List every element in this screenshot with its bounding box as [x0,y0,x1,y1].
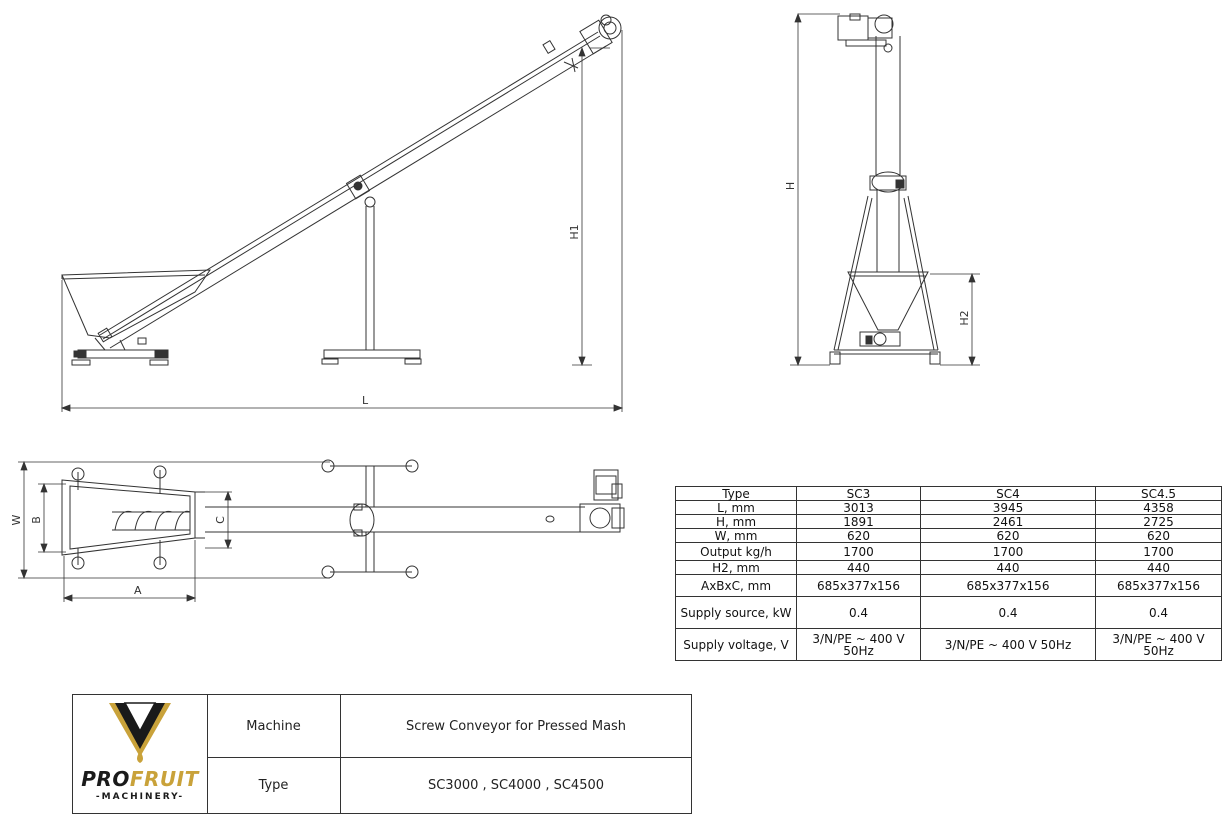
front-tube [869,36,907,272]
table-cell: 1891 [796,514,921,529]
table-cell: Output kg/h [675,542,797,561]
table-cell: 3/N/PE ~ 400 V 50Hz [796,628,921,661]
table-cell: Supply voltage, V [675,628,797,661]
table-row: Supply voltage, V 3/N/PE ~ 400 V 50Hz 3/… [675,628,1222,661]
dim-a [62,540,197,602]
profruit-logo-icon [109,702,171,763]
side-inclined-tube [99,31,607,349]
machine-label: Machine [246,718,301,734]
table-cell: W, mm [675,528,797,543]
table-cell: 2461 [920,514,1096,529]
type-label: Type [258,778,289,793]
table-cell: 4358 [1095,500,1222,515]
table-cell: 440 [1095,560,1222,575]
table-cell: 620 [920,528,1096,543]
spec-table: Type SC3 SC4 SC4.5 L, mm 3013 3945 4358 … [675,486,1222,661]
table-header-cell: SC3 [796,486,921,501]
side-clamp [345,174,371,200]
side-view [60,14,624,412]
label-h: H [784,182,797,190]
title-block: PROFRUIT -MACHINERY- Machine Screw Conve… [72,694,692,814]
brand-subtitle: -MACHINERY- [95,792,185,802]
table-cell: 0.4 [1095,596,1222,629]
table-row: L, mm 3013 3945 4358 [675,500,1222,515]
dim-b [38,482,66,554]
dim-l [60,30,624,412]
table-cell: 620 [1095,528,1222,543]
table-header-cell: Type [675,486,797,501]
table-cell: 1700 [920,542,1096,561]
table-cell: Supply source, kW [675,596,797,629]
front-motor [837,13,894,47]
table-cell: 685x377x156 [796,574,921,597]
side-support-leg [321,196,422,365]
brand-fruit: FRUIT [129,767,199,791]
machine-value: Screw Conveyor for Pressed Mash [405,718,627,734]
table-header-row: Type SC3 SC4 SC4.5 [675,486,1222,501]
table-cell: H2, mm [675,560,797,575]
table-cell: 440 [920,560,1096,575]
label-a: A [134,584,142,597]
front-view [790,12,980,367]
table-cell: 0.4 [796,596,921,629]
table-cell: 3013 [796,500,921,515]
label-h1: H1 [568,224,581,239]
label-h2: H2 [958,310,971,325]
label-w: W [10,514,23,525]
table-cell: 3/N/PE ~ 400 V 50Hz [1095,628,1222,661]
top-tube [205,503,585,537]
table-cell: 1700 [796,542,921,561]
table-row: Output kg/h 1700 1700 1700 [675,542,1222,561]
table-cell: 440 [796,560,921,575]
table-cell: 3945 [920,500,1096,515]
table-cell: 3/N/PE ~ 400 V 50Hz [920,628,1096,661]
side-motor [542,14,622,55]
table-header-cell: SC4 [920,486,1096,501]
label-l: L [362,394,369,407]
table-row: AxBxC, mm 685x377x156 685x377x156 685x37… [675,574,1222,597]
top-hopper-feet [71,465,167,570]
table-cell: 2725 [1095,514,1222,529]
type-value: SC3000 , SC4000 , SC4500 [427,778,605,793]
dim-h2 [930,272,980,367]
front-hopper-frame [829,195,941,365]
dim-h1 [572,46,610,367]
table-cell: 0.4 [920,596,1096,629]
table-row: W, mm 620 620 620 [675,528,1222,543]
table-header-cell: SC4.5 [1095,486,1222,501]
dim-w [18,460,330,580]
top-motor [579,469,625,533]
table-cell: H, mm [675,514,797,529]
table-row: H, mm 1891 2461 2725 [675,514,1222,529]
label-b: B [30,516,43,524]
brand-name: PROFRUIT [73,767,207,791]
table-cell: 685x377x156 [920,574,1096,597]
top-hopper [61,479,205,556]
table-cell: 1700 [1095,542,1222,561]
brand-pro: PRO [81,767,130,791]
top-view [18,459,625,602]
table-row: Supply source, kW 0.4 0.4 0.4 [675,596,1222,629]
table-cell: 685x377x156 [1095,574,1222,597]
table-row: H2, mm 440 440 440 [675,560,1222,575]
top-support-frame [321,459,419,579]
dim-c [205,490,232,550]
table-cell: AxBxC, mm [675,574,797,597]
logo: PROFRUIT -MACHINERY- [73,695,208,813]
top-auger [112,510,191,531]
table-cell: 620 [796,528,921,543]
table-cell: L, mm [675,500,797,515]
side-hopper [61,269,211,339]
dim-h [790,12,840,367]
label-c: C [214,516,227,524]
